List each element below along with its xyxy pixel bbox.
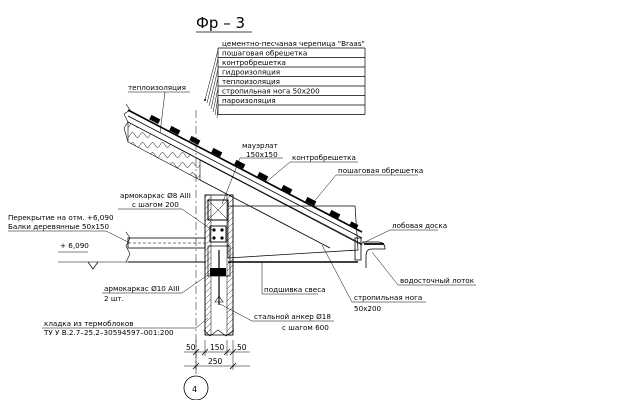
layer-label-tile: цементно-песчаная черепица "Braas" <box>222 39 365 48</box>
label-rebar-top-2: с шагом 200 <box>132 200 179 209</box>
dim-150: 150 <box>210 343 225 352</box>
label-fascia: лобовая доска <box>392 221 447 230</box>
label-rafter-1: стропильная нога <box>354 293 422 302</box>
gutter <box>362 241 386 268</box>
axis-marker: 4 <box>183 375 209 401</box>
annotations: теплоизоляция мауэрлат 150х150 контробре… <box>8 83 476 337</box>
label-step-batten: пошаговая обрешетка <box>338 166 423 175</box>
label-floor-2: Балки деревянные 50х150 <box>8 222 109 231</box>
fascia-board <box>354 237 362 261</box>
wall <box>195 110 235 395</box>
label-gutter: водосточный лоток <box>400 276 475 285</box>
label-mauerlat-2: 150х150 <box>246 150 278 159</box>
label-insulation: теплоизоляция <box>128 83 186 92</box>
dimensions: 50 150 50 250 <box>184 340 250 370</box>
label-rebar-bottom-1: армокаркас Ø10 АIII <box>104 284 179 293</box>
floor <box>58 231 206 270</box>
layer-label-insulation: теплоизоляция <box>222 77 280 86</box>
label-rebar-top-1: армокаркас Ø8 АIII <box>120 191 191 200</box>
roof-buildup <box>123 103 363 249</box>
layer-label-step-batten: пошаговая обрешетка <box>222 49 307 58</box>
label-anchor-1: стальной анкер Ø18 <box>254 312 331 321</box>
dim-50-left: 50 <box>186 343 196 352</box>
roof-tiles <box>149 114 359 230</box>
layer-label-waterproofing: гидроизоляция <box>222 68 280 77</box>
dim-50-right: 50 <box>237 343 247 352</box>
label-floor-1: Перекрытие на отм. +6,090 <box>8 213 114 222</box>
dim-250: 250 <box>208 357 223 366</box>
label-anchor-2: с шагом 600 <box>282 323 329 332</box>
drawing-title: Фр – 3 <box>196 14 245 32</box>
label-mauerlat-1: мауэрлат <box>242 141 278 150</box>
label-blocks-1: кладка из термоблоков <box>44 319 134 328</box>
axis-label: 4 <box>192 385 197 394</box>
label-soffit: подшивка свеса <box>264 285 326 294</box>
layer-label-vapor-barrier: пароизоляция <box>222 96 276 105</box>
layer-label-counter-batten: контробрешетка <box>222 58 286 67</box>
label-level: + 6,090 <box>60 241 89 250</box>
label-rafter-2: 50х200 <box>354 304 382 313</box>
label-blocks-2: ТУ У В.2.7–25.2–30594597–001:200 <box>43 328 174 337</box>
layers-table: цементно-песчаная черепица "Braas" пошаг… <box>204 39 366 119</box>
label-rebar-bottom-2: 2 шт. <box>104 294 124 303</box>
layer-label-rafter: стропильная нога 50х200 <box>222 87 320 96</box>
label-counter-batten: контробрешетка <box>292 153 356 162</box>
